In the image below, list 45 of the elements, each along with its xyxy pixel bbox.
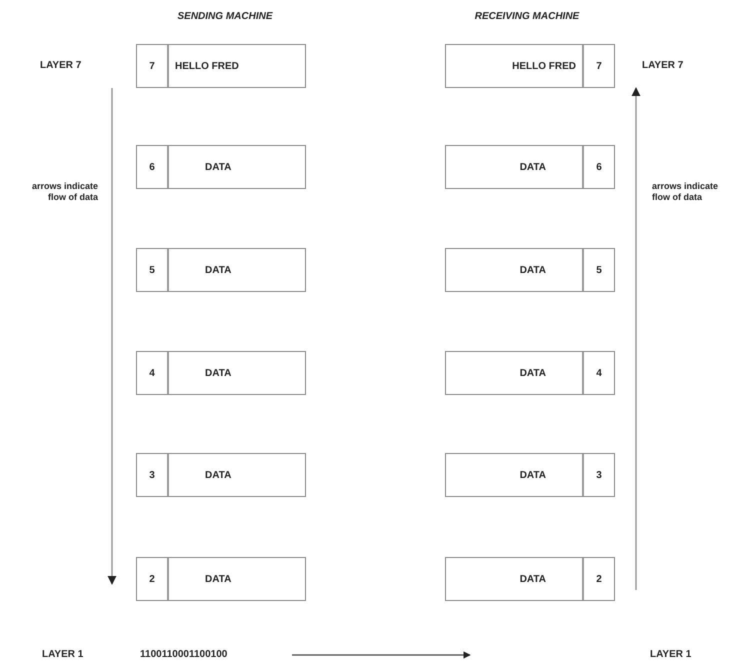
label: LAYER 1 [650, 649, 692, 662]
layer-frame [445, 145, 615, 189]
payload-text: DATA [518, 572, 547, 586]
layer-frame [136, 557, 306, 601]
layer-frame [445, 44, 615, 88]
layer-number: 5 [137, 249, 169, 291]
payload-text: DATA [204, 572, 232, 586]
layer-frame [445, 351, 615, 395]
column-heading: RECEIVING MACHINE [474, 11, 580, 24]
payload-text: DATA [518, 366, 547, 380]
label: arrows indicate flow of data [30, 181, 98, 204]
layer-frame [445, 453, 615, 497]
payload-text: HELLO FRED [174, 60, 240, 74]
label: LAYER 7 [40, 60, 82, 72]
layer-frame [136, 351, 306, 395]
layer-frame [445, 557, 615, 601]
layer-number: 6 [582, 146, 614, 188]
layer-number: 3 [137, 454, 169, 496]
label: LAYER 7 [642, 60, 684, 72]
layer-number: 6 [137, 146, 169, 188]
layer-number: 5 [582, 249, 614, 291]
payload-text: DATA [204, 366, 232, 380]
layer-frame [445, 248, 615, 292]
column-heading: SENDING MACHINE [176, 11, 274, 24]
layer-number: 2 [582, 558, 614, 600]
layer-number: 7 [582, 45, 614, 87]
label: 1100110001100100 [140, 649, 228, 662]
layer-number: 7 [137, 45, 169, 87]
layer-number: 2 [137, 558, 169, 600]
layer-frame [136, 145, 306, 189]
payload-text: DATA [204, 468, 232, 482]
payload-text: DATA [518, 468, 547, 482]
layer-frame [136, 453, 306, 497]
layer-frame [136, 248, 306, 292]
layer-frame [136, 44, 306, 88]
label: LAYER 1 [42, 649, 84, 662]
payload-text: DATA [204, 264, 232, 278]
payload-text: HELLO FRED [511, 60, 577, 74]
layer-number: 4 [137, 352, 169, 394]
label: arrows indicate flow of data [652, 181, 720, 204]
layer-number: 3 [582, 454, 614, 496]
payload-text: DATA [204, 160, 232, 174]
layer-number: 4 [582, 352, 614, 394]
payload-text: DATA [518, 160, 547, 174]
payload-text: DATA [518, 264, 547, 278]
